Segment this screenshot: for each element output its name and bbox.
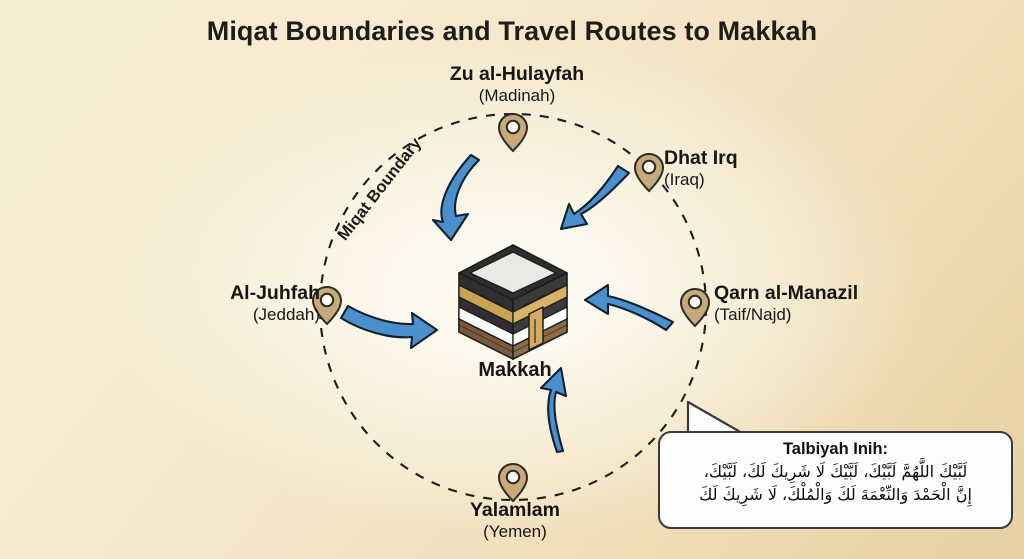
- route-arrow-hulayfah: [431, 153, 481, 242]
- route-arrow-dhatirq: [559, 164, 631, 231]
- talbiyah-arabic-line-2: إِنَّ الْحَمْدَ وَالنِّعْمَةَ لَكَ وَالْ…: [699, 484, 972, 504]
- route-arrow-juhfah: [339, 304, 439, 350]
- miqat-name: Qarn al-Manazil: [714, 282, 859, 304]
- miqat-name: Al-Juhfah: [230, 282, 320, 304]
- talbiyah-arabic-line-1: لَبَّيْكَ اللَّهُمَّ لَبَّيْكَ، لَبَّيْك…: [703, 462, 968, 481]
- miqat-region: (Iraq): [664, 169, 705, 189]
- miqat-name: Dhat Irq: [664, 147, 738, 169]
- kaaba-icon: [458, 244, 568, 361]
- talbiyah-heading: Talbiyah Inih:: [782, 440, 889, 458]
- label-makkah: Makkah: [478, 359, 552, 381]
- miqat-region: (Madinah): [478, 85, 556, 105]
- label-zu-al-hulayfah: Zu al-Hulayfah (Madinah): [402, 63, 632, 105]
- miqat-region: (Yemen): [483, 521, 547, 541]
- route-arrow-yalamlam: [539, 366, 568, 454]
- label-al-juhfah: Al-Juhfah (Jeddah): [180, 282, 320, 324]
- callout-tail-icon: [686, 400, 744, 434]
- map-pin-zu-al-hulayfah[interactable]: [498, 113, 528, 152]
- map-pin-yalamlam[interactable]: [498, 463, 528, 502]
- route-arrow-qarn: [583, 283, 675, 332]
- label-dhat-irq: Dhat Irq (Iraq): [664, 147, 854, 189]
- miqat-region: (Taif/Najd): [714, 304, 792, 324]
- map-pin-dhat-irq[interactable]: [634, 153, 664, 192]
- miqat-region: (Jeddah): [252, 304, 320, 324]
- talbiyah-callout: Talbiyah Inih: لَبَّيْكَ اللَّهُمَّ لَبَ…: [658, 431, 1013, 529]
- label-yalamlam: Yalamlam (Yemen): [400, 499, 630, 541]
- map-pin-qarn-al-manazil[interactable]: [680, 288, 710, 327]
- page-title: Miqat Boundaries and Travel Routes to Ma…: [206, 16, 818, 46]
- miqat-name: Zu al-Hulayfah: [449, 63, 585, 85]
- label-qarn-al-manazil: Qarn al-Manazil (Taif/Najd): [714, 282, 984, 324]
- miqat-name: Yalamlam: [470, 499, 560, 521]
